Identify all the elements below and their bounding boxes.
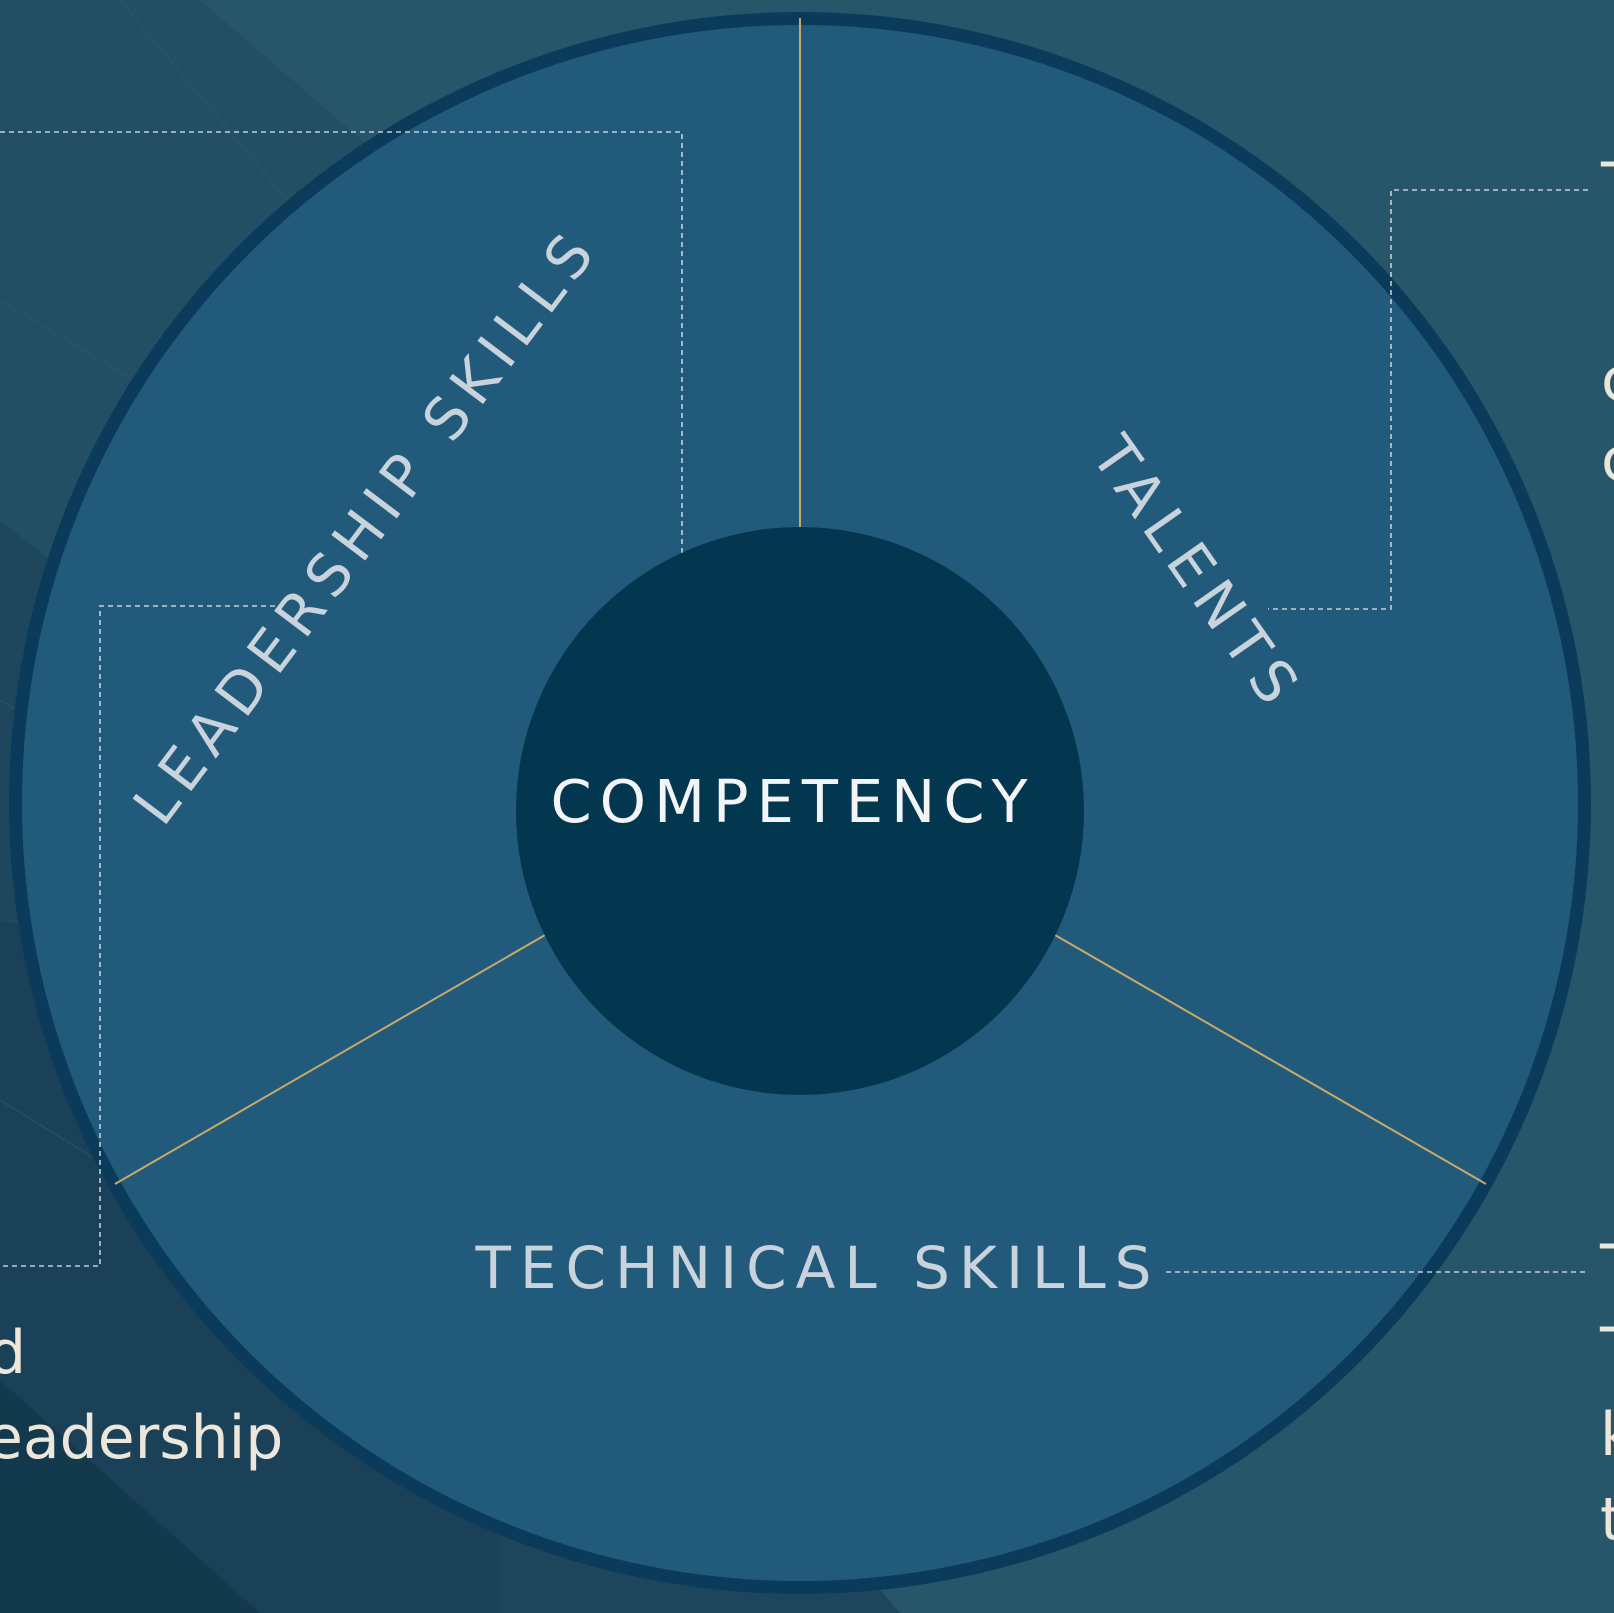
side-text-bottom-left-line-1: d bbox=[0, 1318, 26, 1388]
segment-label-technical: TECHNICAL SKILLS bbox=[474, 1234, 1160, 1302]
side-text-bottom-right-line-1: T bbox=[1599, 1232, 1614, 1302]
connector-top-right bbox=[1268, 189, 1588, 610]
side-text-top-right-line-2: c bbox=[1601, 345, 1614, 415]
divider-lower-right bbox=[1054, 934, 1487, 1185]
connector-left bbox=[0, 605, 275, 1267]
callout-connectors bbox=[0, 131, 1588, 1273]
connector-top-left bbox=[0, 131, 683, 754]
side-text-top-right: T c c bbox=[1600, 150, 1614, 495]
side-text-bottom-left-line-2: eadership bbox=[0, 1403, 283, 1473]
side-text-top-right-line-3: c bbox=[1601, 425, 1614, 495]
side-text-bottom-right-line-3: k bbox=[1600, 1400, 1614, 1470]
side-text-bottom-left: d eadership bbox=[0, 1318, 283, 1473]
side-text-top-right-line-1: T bbox=[1600, 150, 1614, 220]
core-circle bbox=[516, 527, 1084, 1095]
center-label: COMPETENCY bbox=[550, 767, 1035, 836]
divider-lower-left bbox=[114, 934, 546, 1185]
segment-dividers bbox=[114, 18, 1487, 1185]
side-text-bottom-right-line-2: T bbox=[1599, 1315, 1614, 1385]
side-text-bottom-right: T T k t bbox=[1599, 1232, 1614, 1555]
side-text-bottom-right-line-4: t bbox=[1600, 1485, 1614, 1555]
